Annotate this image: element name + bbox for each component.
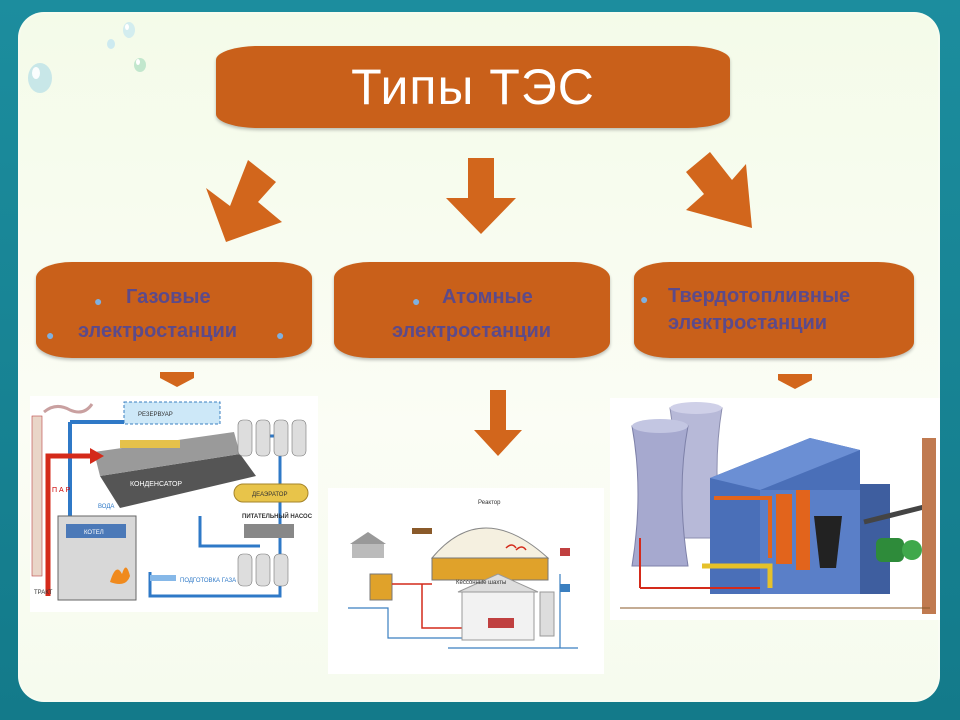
bullet-icon: ●	[46, 327, 55, 343]
label-reservoir: РЕЗЕРВУАР	[138, 412, 173, 418]
type-gas-line2: электростанции	[78, 320, 238, 342]
nuclear-plant-diagram: Реактор Кессонные шахты	[348, 500, 578, 649]
solid-fuel-plant-diagram	[620, 402, 936, 614]
title-banner: Типы ТЭС	[216, 46, 730, 128]
type-box-gas: ● Газовые ● электростанции ●	[36, 262, 312, 358]
type-box-nuclear: ● Атомные электростанции	[334, 262, 610, 358]
arrow-down-right-icon	[686, 152, 752, 228]
arrow-down-left-icon	[206, 160, 282, 242]
arrow-down-icon	[474, 390, 522, 456]
arrow-down-icon	[160, 372, 194, 387]
type-box-solid-fuel: ● Твердотопливные электростанции	[634, 262, 914, 358]
water-drop-icon	[107, 39, 115, 49]
bullet-icon: ●	[412, 293, 421, 309]
type-nuclear-line2: электростанции	[392, 320, 552, 342]
water-drop-icon	[28, 63, 52, 93]
type-solid-line1: Твердотопливные	[668, 285, 851, 307]
label-feed-pump: ПИТАТЕЛЬНЫЙ НАСОС	[242, 512, 313, 520]
label-reactor: Реактор	[478, 500, 501, 506]
type-solid-line2: электростанции	[668, 312, 828, 334]
type-gas-line1: Газовые	[126, 286, 211, 308]
gas-plant-diagram: РЕЗЕРВУАР КОНДЕНСАТОР П А Р КОТЕЛ Д	[31, 401, 313, 601]
label-water: ВОДА	[98, 504, 114, 510]
label-gas-supply: ПОДГОТОВКА ГАЗА	[180, 578, 236, 584]
nuclear-plant-scheme: Реактор Кессонные шахты	[328, 488, 604, 674]
label-waste-shafts: Кессонные шахты	[456, 580, 506, 586]
bullet-icon: ●	[276, 327, 285, 343]
arrow-down-icon	[778, 374, 812, 389]
label-boiler: КОТЕЛ	[84, 530, 104, 536]
page-title: Типы ТЭС	[351, 59, 595, 115]
solid-fuel-plant-scheme	[610, 398, 940, 620]
gas-plant-scheme: РЕЗЕРВУАР КОНДЕНСАТОР П А Р КОТЕЛ Д	[30, 396, 318, 612]
bullet-icon: ●	[640, 291, 649, 307]
arrow-down-icon	[446, 158, 516, 234]
water-drop-icon	[123, 22, 135, 38]
label-deaerator: ДЕАЭРАТОР	[252, 492, 287, 498]
label-fuel-path: ТРАКТ	[34, 590, 53, 596]
type-nuclear-line1: Атомные	[442, 286, 533, 308]
water-drop-icon	[134, 58, 146, 72]
bullet-icon: ●	[94, 293, 103, 309]
label-condenser: КОНДЕНСАТОР	[130, 481, 182, 488]
label-steam: П А Р	[52, 487, 71, 494]
